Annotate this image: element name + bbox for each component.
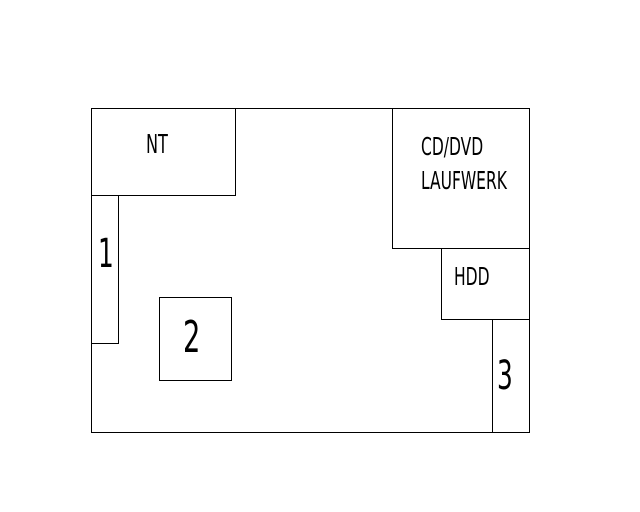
slot-2-label: 2 xyxy=(183,312,201,363)
hdd-label: HDD xyxy=(454,262,490,291)
power-supply-box xyxy=(91,108,236,196)
slot-3-label: 3 xyxy=(497,353,513,399)
slot-1-box xyxy=(91,195,119,344)
slot-3-box xyxy=(492,319,530,433)
hdd-box xyxy=(441,248,530,320)
cd-dvd-label-line2: LAUFWERK xyxy=(421,166,507,195)
cd-dvd-label-line1: CD/DVD xyxy=(421,132,484,161)
slot-1-label: 1 xyxy=(98,231,114,277)
slot-2-box xyxy=(159,297,232,381)
power-supply-label: NT xyxy=(146,130,168,160)
